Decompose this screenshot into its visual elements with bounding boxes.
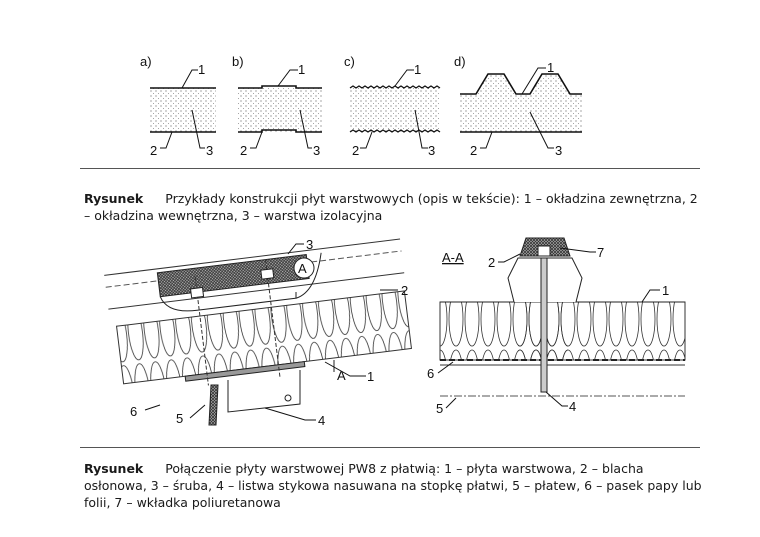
joint-elevation-drawing: A 3 2 A 1 6 5 4 — [104, 237, 413, 428]
panel-b: b) 1 2 3 — [232, 54, 322, 158]
svg-text:2: 2 — [240, 143, 247, 158]
svg-text:1: 1 — [367, 369, 374, 384]
svg-text:3: 3 — [306, 237, 313, 252]
panel-a: a) 1 2 3 — [140, 54, 216, 158]
panel-c: c) 1 2 3 — [344, 54, 441, 158]
svg-text:3: 3 — [206, 143, 213, 158]
svg-text:A: A — [298, 261, 307, 276]
svg-text:7: 7 — [597, 245, 604, 260]
svg-text:5: 5 — [176, 411, 183, 426]
svg-text:6: 6 — [130, 404, 137, 419]
caption-title: Rysunek — [84, 461, 144, 476]
svg-text:d): d) — [454, 54, 466, 69]
divider — [80, 168, 700, 169]
svg-text:1: 1 — [662, 283, 669, 298]
svg-text:2: 2 — [470, 143, 477, 158]
svg-text:1: 1 — [414, 62, 421, 77]
svg-text:2: 2 — [150, 143, 157, 158]
caption-text: Przykłady konstrukcji płyt warstwowych (… — [84, 191, 698, 223]
svg-text:6: 6 — [427, 366, 434, 381]
svg-text:A: A — [337, 368, 346, 383]
svg-text:1: 1 — [298, 62, 305, 77]
caption-title: Rysunek — [84, 191, 144, 206]
svg-text:1: 1 — [198, 62, 205, 77]
svg-text:a): a) — [140, 54, 152, 69]
svg-text:2: 2 — [401, 283, 408, 298]
panel-d: d) 1 2 3 — [454, 54, 582, 158]
svg-text:3: 3 — [313, 143, 320, 158]
svg-text:3: 3 — [555, 143, 562, 158]
svg-text:3: 3 — [428, 143, 435, 158]
svg-text:2: 2 — [352, 143, 359, 158]
caption-text: Połączenie płyty warstwowej PW8 z płatwi… — [84, 461, 702, 510]
svg-text:c): c) — [344, 54, 355, 69]
svg-text:5: 5 — [436, 401, 443, 416]
svg-text:1: 1 — [547, 60, 554, 75]
svg-text:4: 4 — [569, 399, 576, 414]
svg-text:A-A: A-A — [442, 250, 464, 265]
svg-text:b): b) — [232, 54, 244, 69]
section-a-a-drawing: A-A 2 7 1 6 5 4 — [427, 237, 686, 416]
svg-text:2: 2 — [488, 255, 495, 270]
divider — [80, 447, 700, 448]
svg-text:4: 4 — [318, 413, 325, 428]
